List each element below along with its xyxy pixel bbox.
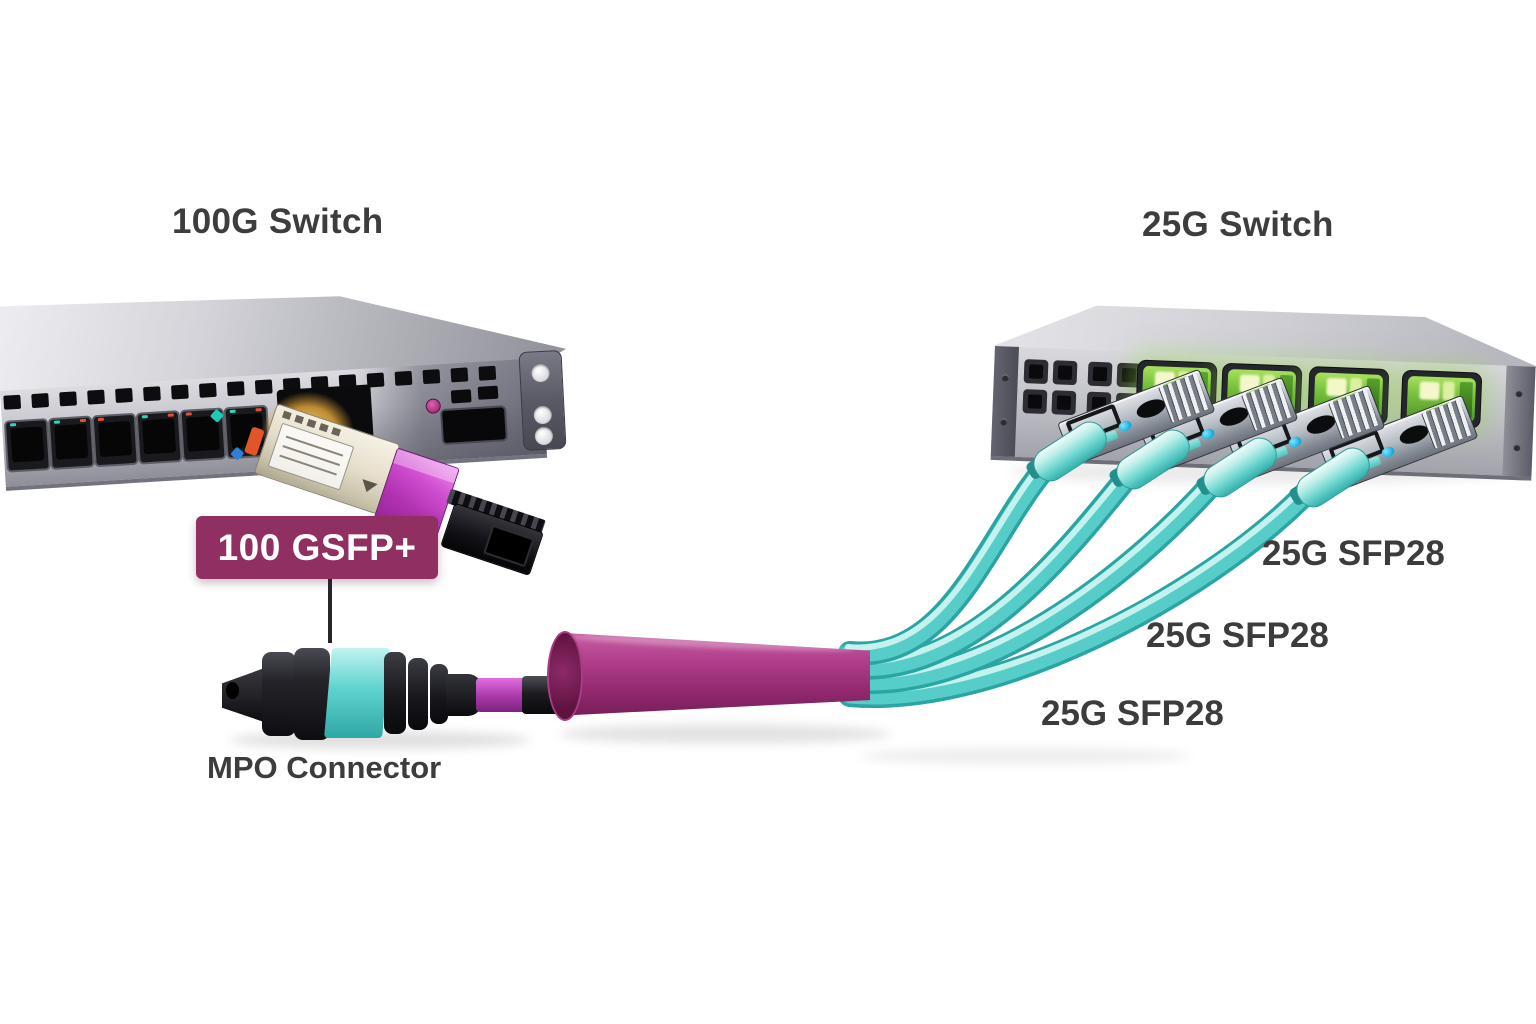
mpo-connector-label: MPO Connector: [207, 750, 442, 785]
boot-rib: [408, 658, 428, 730]
connector-ring: [294, 648, 330, 740]
boot-rib: [384, 652, 406, 734]
boot-rib: [430, 664, 448, 724]
shadow: [560, 724, 890, 744]
sfp28-label: 25G SFP28: [1262, 534, 1445, 573]
sfp28-label: 25G SFP28: [1041, 694, 1224, 733]
sfp28-label: 25G SFP28: [1146, 616, 1329, 655]
fanout-sleeve: [547, 622, 870, 732]
badge-label: 100 GSFP+: [217, 526, 417, 568]
shadow: [860, 748, 1190, 764]
right-switch-title: 25G Switch: [1142, 205, 1334, 244]
leader-line: [328, 579, 332, 643]
connector-ferrule: [226, 682, 239, 699]
left-switch-title: 100G Switch: [172, 202, 384, 241]
connector-ring: [262, 652, 296, 736]
fiber-cable: [838, 456, 1057, 666]
transceiver-badge: 100 GSFP+: [196, 516, 438, 579]
sleeve-open-end: [547, 631, 583, 721]
purple-cable-segment: [476, 678, 530, 712]
